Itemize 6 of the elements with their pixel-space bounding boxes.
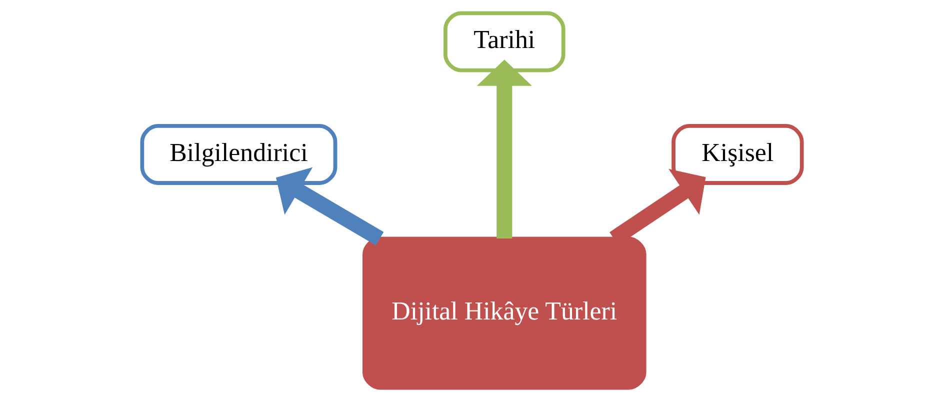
arrow <box>476 60 532 238</box>
node-box: Bilgilendirici <box>140 124 338 185</box>
node-box: Tarihi <box>444 11 566 72</box>
node-box: Dijital Hikâye Türleri <box>362 236 646 390</box>
node-box: Kişisel <box>672 124 804 185</box>
arrow <box>276 167 384 246</box>
